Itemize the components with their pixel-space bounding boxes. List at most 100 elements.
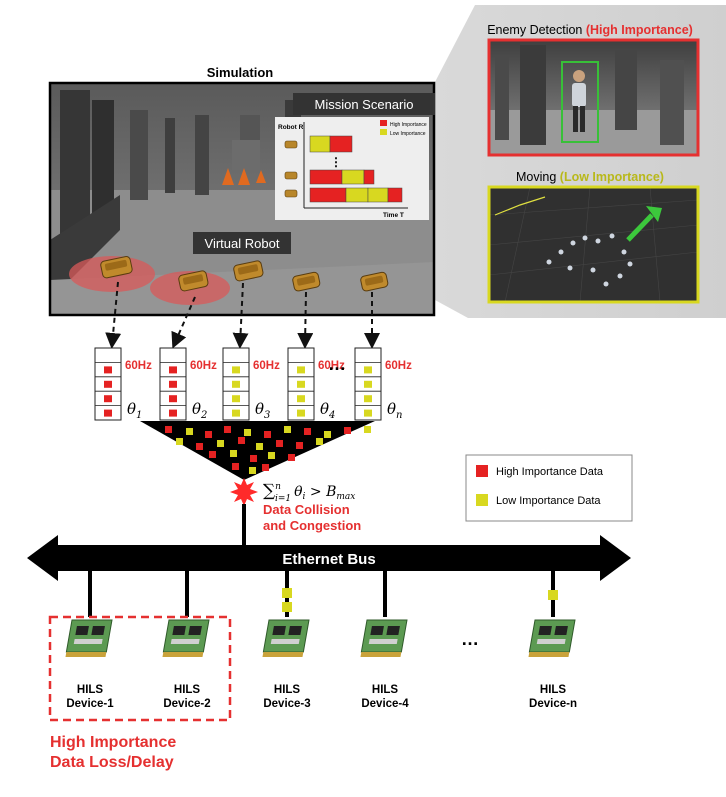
formula-bound-sub: max [336,492,355,502]
device-3-id: Device-3 [263,698,310,710]
funnel-packet [205,431,212,438]
robot-3-icon [233,260,264,282]
bus-packets [282,588,558,612]
device-4-name: HILS [372,684,399,696]
loss-label-line1: High Importance [50,734,176,751]
legend-high-label: High Importance Data [496,466,604,478]
buffer-4-packet [297,395,305,403]
buffer-2-theta: θ2 [192,400,207,421]
circuit-board-icon [262,619,310,657]
device-5-name: HILS [540,684,567,696]
formula-sub: i=1 [275,494,291,504]
buffer-3: 60Hz θ3 [222,347,280,421]
device-ellipsis: … [461,629,479,649]
funnel-packet [262,464,269,471]
buffer-2-rate: 60Hz [190,360,217,372]
device-2-id: Device-2 [163,698,210,710]
buffer-1-packet [104,380,112,388]
buffer-5-theta-sub: n [396,410,402,421]
circuit-board-icon [528,619,576,657]
funnel-packet [244,429,251,436]
buffer-ellipsis: … [328,354,346,374]
buffer-1-packet [104,395,112,403]
funnel-packet [268,452,275,459]
buffer-2-packet [169,380,177,388]
funnel-packets [165,426,371,474]
funnel-packet [284,426,291,433]
funnel-packet [316,438,323,445]
funnel-packet [165,426,172,433]
inset-legend-low: Low Importance [390,131,426,137]
robot-1-icon [100,256,133,279]
funnel-packet [230,450,237,457]
device-5-id: Device-n [529,698,577,710]
moving-importance: (Low Importance) [560,170,664,184]
buffer-2-packet [169,366,177,374]
funnel-packet [224,426,231,433]
formula-term-sub: i [303,492,306,502]
mission-scenario-label: Mission Scenario [315,97,414,112]
robot-5-icon [360,271,389,292]
buffer-5-packet [364,366,372,374]
virtual-robots [69,256,389,305]
buffer-4-packet [297,409,305,417]
formula-sum: ∑ [263,481,275,501]
buffer-2-packet [169,395,177,403]
inset-y-axis-label: Robot R [278,124,304,131]
collision-burst-icon [230,478,258,506]
simulation-title: Simulation [207,65,274,80]
funnel-packet [250,455,257,462]
device-3-name: HILS [274,684,301,696]
legend-low-label: Low Importance Data [496,495,601,507]
formula-op: > [305,484,326,500]
funnel-packet [344,427,351,434]
buffer-4-theta: θ4 [320,400,335,421]
virtual-robot-badge: Virtual Robot [193,232,291,254]
funnel-packet [196,443,203,450]
virtual-robot-label: Virtual Robot [205,236,280,251]
buffer-4-rate: 60Hz [318,360,345,372]
legend-high-swatch [476,465,488,477]
buffer-4-packet [297,366,305,374]
moving-title: Moving (Low Importance) [516,170,664,184]
funnel-packet [324,431,331,438]
funnel-packet [209,451,216,458]
inset-x-axis-label: Time T [383,212,404,219]
buffer-3-rate: 60Hz [253,360,280,372]
circuit-board-icon [162,619,210,657]
enemy-detection-image [487,38,700,157]
circuit-board-icon [65,619,113,657]
funnel-packet [264,431,271,438]
buffer-1-theta-sub: 1 [136,410,142,421]
congestion-funnel [140,421,375,480]
buffer-5-packet [364,409,372,417]
buffer-2-theta-sub: 2 [200,410,207,421]
funnel-packet [296,442,303,449]
device-1-id: Device-1 [66,698,114,710]
funnel-packet [256,443,263,450]
funnel-packet [249,467,256,474]
buffer-4: 60Hz θ4 [287,347,345,421]
legend-low-swatch [476,494,488,506]
device-4-id: Device-4 [361,698,409,710]
buffer-1-theta-base: θ [127,400,136,418]
funnel-packet [238,437,245,444]
legend: High Importance Data Low Importance Data [465,454,633,522]
detection-box [561,61,599,143]
buffer-1-packet [104,366,112,374]
buffer-2-theta-base: θ [192,400,201,418]
moving-prefix: Moving [516,170,560,184]
formula-sup: n [275,482,281,492]
inset-ellipsis: ⋮ [330,155,342,169]
formula-term: θ [294,484,303,500]
buffer-4-packet [297,380,305,388]
formula-bound: B [325,484,336,500]
robot-to-buffer-arrows [105,281,380,349]
hils-devices: HILSDevice-1HILSDevice-2HILSDevice-3HILS… [65,619,577,710]
buffer-3-theta: θ3 [255,400,270,421]
